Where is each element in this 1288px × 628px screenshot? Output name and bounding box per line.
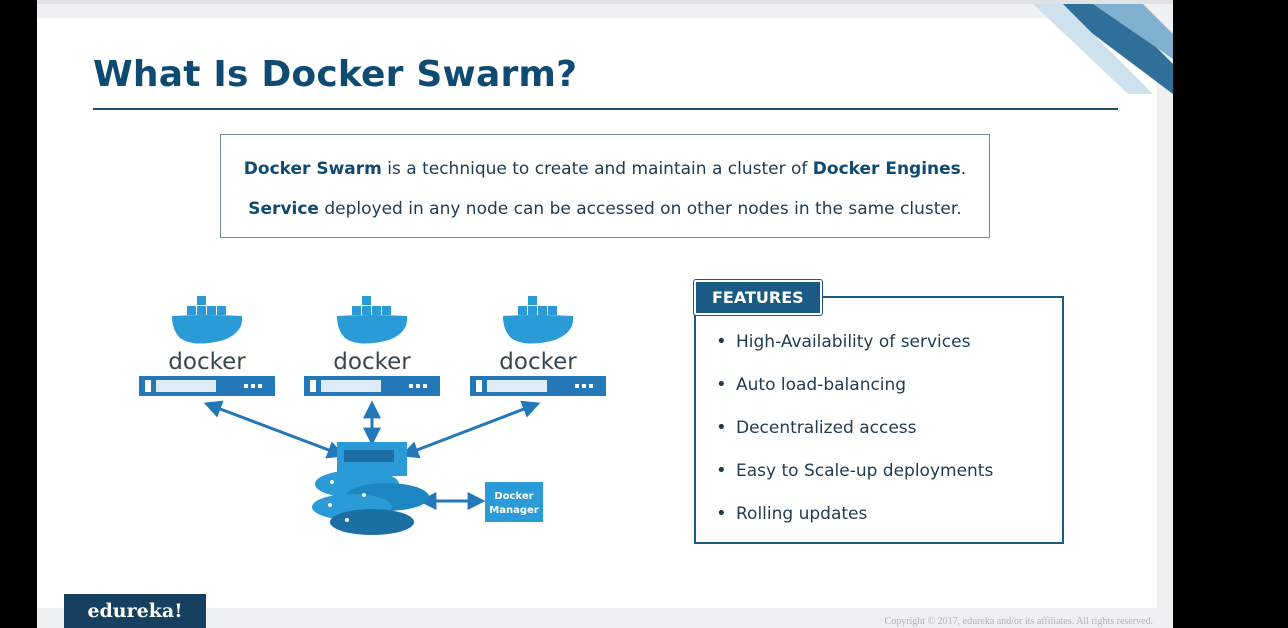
docker-manager-box: Docker Manager [485, 482, 543, 522]
presentation-slide: What Is Docker Swarm? Docker Swarm is a … [37, 4, 1173, 628]
docker-node-1: docker [139, 296, 275, 396]
docker-wordmark: docker [333, 349, 411, 375]
title-underline [93, 108, 1118, 110]
bullet-icon: • [716, 374, 727, 395]
feature-item: •Rolling updates [716, 503, 868, 525]
connection-arrows [203, 400, 541, 510]
bullet-icon: • [716, 503, 727, 524]
copyright-text: Copyright © 2017, edureka and/or its aff… [884, 616, 1153, 627]
docker-whale-icon [337, 296, 408, 344]
bullet-icon: • [716, 417, 727, 438]
feature-item: •High-Availability of services [716, 331, 971, 353]
corner-decoration [1033, 4, 1173, 94]
docker-swarm-icon [312, 442, 429, 535]
definition-line-2: Service deployed in any node can be acce… [221, 199, 989, 219]
docker-whale-icon [503, 296, 574, 344]
feature-item: •Auto load-balancing [716, 374, 907, 396]
docker-whale-icon [172, 296, 243, 344]
slide-title: What Is Docker Swarm? [93, 54, 578, 95]
docker-node-2: docker [304, 296, 440, 396]
term-service: Service [248, 199, 319, 219]
definition-line-1: Docker Swarm is a technique to create an… [221, 159, 989, 179]
feature-item: •Decentralized access [716, 417, 917, 439]
edureka-logo: edureka! [64, 594, 206, 628]
letterbox-right [1173, 0, 1288, 628]
definition-period: . [960, 159, 967, 179]
definition-text: is a technique to create and maintain a … [381, 159, 813, 179]
docker-wordmark: docker [168, 349, 246, 375]
swarm-diagram: docker docker [139, 296, 606, 535]
definition-box: Docker Swarm is a technique to create an… [220, 134, 990, 238]
manager-label-line2: Manager [489, 505, 539, 516]
bullet-icon: • [716, 460, 727, 481]
features-list: •High-Availability of services •Auto loa… [716, 332, 993, 547]
top-border [37, 0, 1173, 4]
feature-item: •Easy to Scale-up deployments [716, 460, 994, 482]
term-docker-engines: Docker Engines [812, 159, 961, 179]
docker-wordmark: docker [499, 349, 577, 375]
term-docker-swarm: Docker Swarm [243, 159, 382, 179]
manager-label-line1: Docker [494, 491, 533, 502]
features-heading: FEATURES [693, 279, 823, 316]
docker-node-3: docker [470, 296, 606, 396]
definition-text-2: deployed in any node can be accessed on … [318, 199, 962, 219]
footer-strip [37, 608, 1173, 628]
bullet-icon: • [716, 331, 727, 352]
features-box: FEATURES •High-Availability of services … [693, 279, 1064, 547]
